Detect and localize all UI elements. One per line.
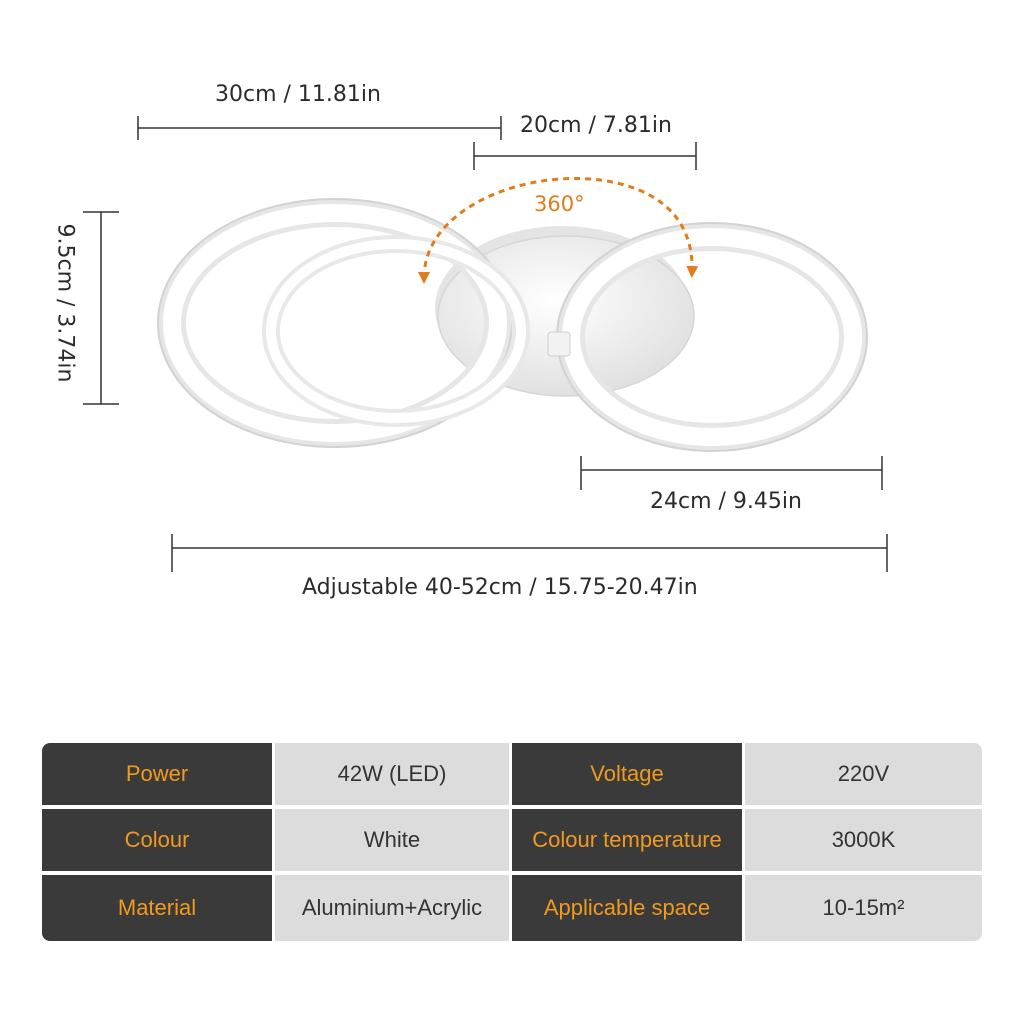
spec-table: Power 42W (LED) Voltage 220V Colour Whit… (42, 743, 982, 941)
spec-label: Material (42, 875, 272, 941)
spec-value: 3000K (745, 809, 982, 871)
ring-joint (547, 331, 571, 357)
dimension-lines (83, 116, 888, 572)
spec-label: Voltage (512, 743, 742, 805)
table-row: Power 42W (LED) Voltage 220V (42, 743, 982, 805)
spec-value: Aluminium+Acrylic (275, 875, 509, 941)
spec-label: Colour (42, 809, 272, 871)
table-row: Colour White Colour temperature 3000K (42, 809, 982, 871)
small-ring-label: 24cm / 9.45in (650, 489, 802, 514)
ring-diameter-label: 30cm / 11.81in (215, 82, 381, 107)
spec-label: Applicable space (512, 875, 742, 941)
rotation-label: 360° (534, 192, 585, 216)
spec-label: Colour temperature (512, 809, 742, 871)
table-row: Material Aluminium+Acrylic Applicable sp… (42, 875, 982, 941)
spec-label: Power (42, 743, 272, 805)
spec-value: 42W (LED) (275, 743, 509, 805)
spec-value: 220V (745, 743, 982, 805)
ring-inner-label: 20cm / 7.81in (520, 113, 672, 138)
rotation-arrow (418, 177, 699, 284)
spec-value: White (275, 809, 509, 871)
product-drawing (83, 116, 888, 572)
total-length-label: Adjustable 40-52cm / 15.75-20.47in (302, 575, 698, 600)
spec-value: 10-15m² (745, 875, 982, 941)
